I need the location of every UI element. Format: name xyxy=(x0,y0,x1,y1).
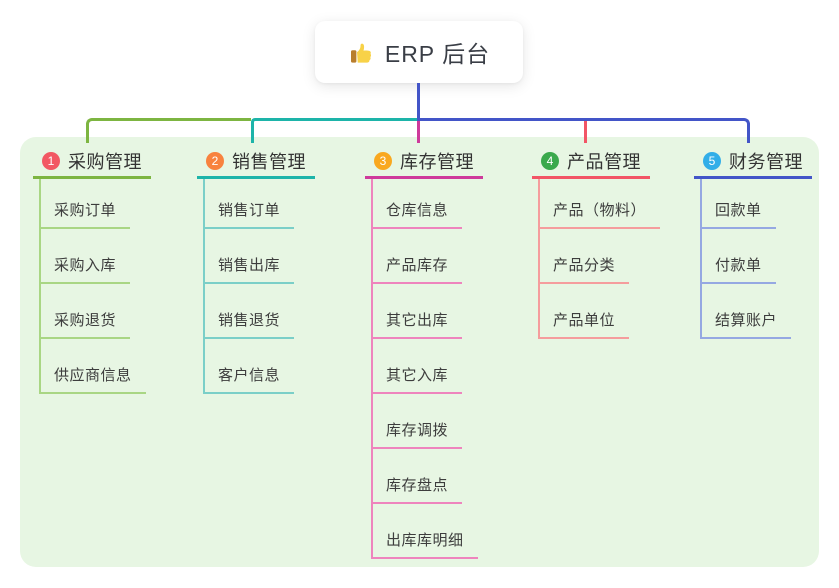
child-label: 产品库存 xyxy=(373,254,463,284)
branch-label: 库存管理 xyxy=(400,152,474,172)
child-label: 采购入库 xyxy=(41,254,131,284)
child-node[interactable]: 采购退货 xyxy=(41,284,131,339)
connector-drop-branch-3 xyxy=(417,121,420,143)
branch-label: 销售管理 xyxy=(232,152,306,172)
connector-root-stem xyxy=(417,83,420,121)
child-label: 其它入库 xyxy=(373,364,463,394)
child-label: 客户信息 xyxy=(205,364,295,394)
branch-children: 销售订单销售出库销售退货客户信息 xyxy=(203,179,295,394)
child-label: 产品分类 xyxy=(540,254,630,284)
child-label: 出库库明细 xyxy=(373,529,478,559)
branch-label: 采购管理 xyxy=(68,152,142,172)
branch-column-3: 3 库存管理 仓库信息产品库存其它出库其它入库库存调拨库存盘点出库库明细 xyxy=(365,146,483,559)
branch-label: 财务管理 xyxy=(729,152,803,172)
root-label: ERP 后台 xyxy=(384,41,491,67)
child-label: 采购退货 xyxy=(41,309,131,339)
child-node[interactable]: 结算账户 xyxy=(702,284,792,339)
child-node[interactable]: 产品分类 xyxy=(540,229,630,284)
branch-column-5: 5 财务管理 回款单付款单结算账户 xyxy=(694,146,812,339)
child-node[interactable]: 其它入库 xyxy=(373,339,463,394)
child-label: 销售出库 xyxy=(205,254,295,284)
child-node[interactable]: 仓库信息 xyxy=(373,179,463,229)
child-label: 回款单 xyxy=(702,199,776,229)
branch-index-badge: 2 xyxy=(206,152,224,170)
child-node[interactable]: 出库库明细 xyxy=(373,504,478,559)
child-node[interactable]: 销售退货 xyxy=(205,284,295,339)
branch-children: 回款单付款单结算账户 xyxy=(700,179,792,339)
child-label: 产品单位 xyxy=(540,309,630,339)
branch-children: 采购订单采购入库采购退货供应商信息 xyxy=(39,179,146,394)
child-label: 库存调拨 xyxy=(373,419,463,449)
child-label: 付款单 xyxy=(702,254,776,284)
branch-title[interactable]: 2 销售管理 xyxy=(197,146,315,179)
branch-column-2: 2 销售管理 销售订单销售出库销售退货客户信息 xyxy=(197,146,315,394)
thumbs-up-icon xyxy=(348,39,375,66)
child-node[interactable]: 产品单位 xyxy=(540,284,630,339)
child-node[interactable]: 库存盘点 xyxy=(373,449,463,504)
root-node[interactable]: ERP 后台 xyxy=(315,21,523,83)
branch-children: 仓库信息产品库存其它出库其它入库库存调拨库存盘点出库库明细 xyxy=(371,179,478,559)
connector-elbow-branch-1 xyxy=(86,118,251,143)
child-node[interactable]: 库存调拨 xyxy=(373,394,463,449)
branch-column-4: 4 产品管理 产品（物料） 产品分类产品单位 xyxy=(532,146,661,339)
child-node[interactable]: 采购入库 xyxy=(41,229,131,284)
connector-drop-branch-4 xyxy=(584,121,587,143)
connector-elbow-branch-2 xyxy=(251,118,417,143)
child-label: 仓库信息 xyxy=(373,199,463,229)
child-node[interactable]: 供应商信息 xyxy=(41,339,146,394)
child-node[interactable]: 采购订单 xyxy=(41,179,131,229)
child-node[interactable]: 产品（物料） xyxy=(540,179,661,229)
child-node[interactable]: 销售订单 xyxy=(205,179,295,229)
child-label: 销售订单 xyxy=(205,199,295,229)
connector-elbow-branch-5 xyxy=(417,118,750,143)
branch-index-badge: 1 xyxy=(42,152,60,170)
child-label: 销售退货 xyxy=(205,309,295,339)
child-label: 采购订单 xyxy=(41,199,131,229)
child-node[interactable]: 付款单 xyxy=(702,229,776,284)
child-node[interactable]: 回款单 xyxy=(702,179,776,229)
branch-index-badge: 3 xyxy=(374,152,392,170)
branch-index-badge: 4 xyxy=(541,152,559,170)
child-node[interactable]: 客户信息 xyxy=(205,339,295,394)
branch-title[interactable]: 1 采购管理 xyxy=(33,146,151,179)
branch-title[interactable]: 3 库存管理 xyxy=(365,146,483,179)
branch-label: 产品管理 xyxy=(567,152,641,172)
branch-title[interactable]: 5 财务管理 xyxy=(694,146,812,179)
child-node[interactable]: 销售出库 xyxy=(205,229,295,284)
child-node[interactable]: 产品库存 xyxy=(373,229,463,284)
child-node[interactable]: 其它出库 xyxy=(373,284,463,339)
child-label: 库存盘点 xyxy=(373,474,463,504)
child-label: 产品（物料） xyxy=(540,199,661,229)
branch-column-1: 1 采购管理 采购订单采购入库采购退货供应商信息 xyxy=(33,146,151,394)
child-label: 供应商信息 xyxy=(41,364,146,394)
child-label: 其它出库 xyxy=(373,309,463,339)
branch-index-badge: 5 xyxy=(703,152,721,170)
branch-children: 产品（物料） 产品分类产品单位 xyxy=(538,179,661,339)
branch-title[interactable]: 4 产品管理 xyxy=(532,146,650,179)
child-label: 结算账户 xyxy=(702,309,792,339)
mindmap-panel xyxy=(20,137,819,567)
